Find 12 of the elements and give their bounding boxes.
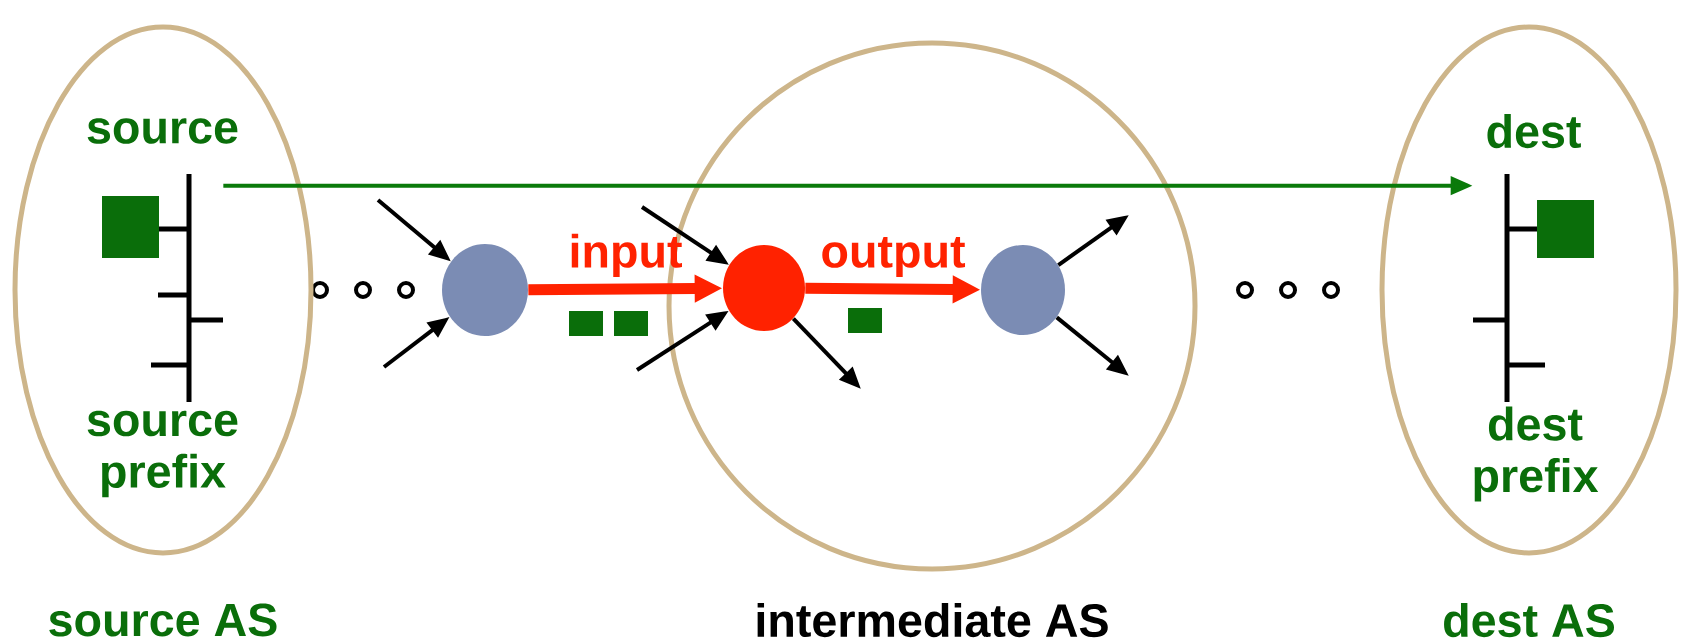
router-circle [442, 244, 528, 336]
network-label: dest [1487, 113, 1581, 149]
network-label: dest prefix [1474, 406, 1599, 502]
region-label: intermediate AS [757, 602, 1108, 638]
router-circle [723, 245, 805, 331]
edge-label: input [571, 233, 682, 278]
network-label: source [87, 118, 238, 144]
router-circle [981, 245, 1065, 335]
region-label: source AS [49, 603, 277, 637]
region-label: dest AS [1444, 602, 1614, 638]
edge-label: output [822, 237, 966, 278]
network-label: source prefix [87, 410, 238, 498]
